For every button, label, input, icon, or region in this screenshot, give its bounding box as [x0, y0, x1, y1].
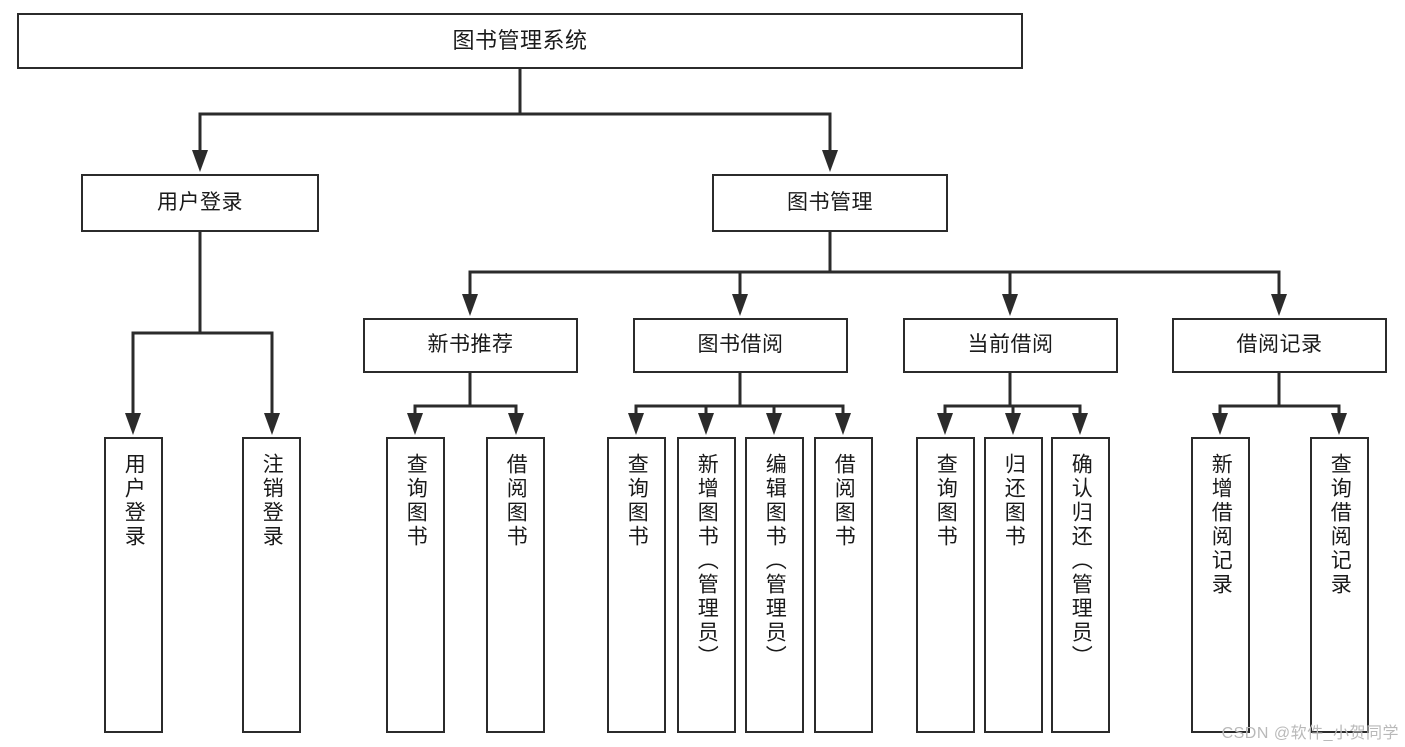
arrow-head-icon: [1005, 406, 1021, 435]
node-current-borrow[interactable]: 当前借阅: [903, 318, 1118, 373]
arrow-head-icon: [192, 114, 208, 172]
node-leaf-borrow-book-2[interactable]: 借阅图书: [814, 437, 873, 733]
node-leaf-add-record[interactable]: 新增借阅记录: [1191, 437, 1250, 733]
node-new-book-rec[interactable]: 新书推荐: [363, 318, 578, 373]
rail-rail-book-manage: [468, 230, 1281, 274]
rail-rail-borrow-record: [1218, 371, 1341, 408]
arrow-head-icon: [1212, 406, 1228, 435]
arrow-head-icon: [1331, 406, 1347, 435]
node-leaf-return-book[interactable]: 归还图书: [984, 437, 1043, 733]
arrow-head-icon: [937, 406, 953, 435]
node-borrow-record[interactable]: 借阅记录: [1172, 318, 1387, 373]
node-leaf-query-record[interactable]: 查询借阅记录: [1310, 437, 1369, 733]
arrow-head-icon: [628, 406, 644, 435]
node-leaf-query-book-3[interactable]: 查询图书: [916, 437, 975, 733]
rail-rail-book-borrow: [634, 371, 845, 408]
arrow-head-icon: [407, 406, 423, 435]
node-label: 新书推荐: [427, 333, 514, 357]
node-label: 查询图书: [625, 453, 649, 549]
arrow-head-icon: [508, 406, 524, 435]
arrow-head-icon: [1072, 406, 1088, 435]
arrow-head-icon: [125, 333, 141, 435]
node-label: 借阅记录: [1236, 333, 1323, 357]
arrow-head-icon: [822, 114, 838, 172]
node-label: 图书借阅: [697, 333, 784, 357]
node-label: 注销登录: [260, 453, 284, 549]
node-user-login[interactable]: 用户登录: [81, 174, 319, 232]
rail-rail-new-book-rec: [413, 371, 518, 408]
node-label: 编辑图书（管理员）: [763, 453, 787, 669]
node-leaf-borrow-book-1[interactable]: 借阅图书: [486, 437, 545, 733]
node-leaf-add-book[interactable]: 新增图书（管理员）: [677, 437, 736, 733]
arrow-head-icon: [264, 333, 280, 435]
node-leaf-query-book-1[interactable]: 查询图书: [386, 437, 445, 733]
node-label: 借阅图书: [832, 453, 856, 549]
node-leaf-query-book-2[interactable]: 查询图书: [607, 437, 666, 733]
node-leaf-edit-book[interactable]: 编辑图书（管理员）: [745, 437, 804, 733]
rail-rail-current-borrow: [943, 371, 1082, 408]
node-label: 确认归还（管理员）: [1069, 453, 1093, 669]
arrow-head-icon: [732, 272, 748, 316]
node-label: 新增图书（管理员）: [695, 453, 719, 669]
node-label: 归还图书: [1002, 453, 1026, 549]
arrow-head-icon: [766, 406, 782, 435]
arrow-head-icon: [462, 272, 478, 316]
connector-arrows: [125, 114, 1347, 435]
rail-rail-root: [198, 67, 832, 116]
node-label: 用户登录: [122, 453, 146, 549]
node-label: 查询图书: [934, 453, 958, 549]
node-label: 新增借阅记录: [1209, 453, 1233, 597]
node-label: 图书管理系统: [452, 28, 588, 54]
node-leaf-user-login[interactable]: 用户登录: [104, 437, 163, 733]
arrow-head-icon: [698, 406, 714, 435]
node-label: 用户登录: [157, 190, 243, 214]
node-book-borrow[interactable]: 图书借阅: [633, 318, 848, 373]
node-label: 查询借阅记录: [1328, 453, 1352, 597]
arrow-head-icon: [1002, 272, 1018, 316]
node-leaf-confirm-return[interactable]: 确认归还（管理员）: [1051, 437, 1110, 733]
rail-rail-user-login: [131, 230, 274, 335]
node-book-manage[interactable]: 图书管理: [712, 174, 948, 232]
arrow-head-icon: [835, 406, 851, 435]
node-leaf-logout[interactable]: 注销登录: [242, 437, 301, 733]
node-label: 借阅图书: [504, 453, 528, 549]
connector-rails: [131, 67, 1341, 408]
node-root[interactable]: 图书管理系统: [17, 13, 1023, 69]
arrow-head-icon: [1271, 272, 1287, 316]
node-label: 图书管理: [787, 190, 873, 214]
node-label: 当前借阅: [967, 333, 1054, 357]
node-label: 查询图书: [404, 453, 428, 549]
